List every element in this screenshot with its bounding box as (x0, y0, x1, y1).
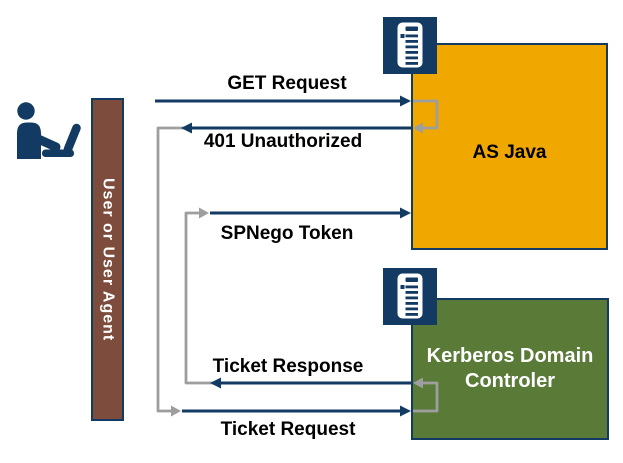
message-label-spnego-token: SPNego Token (220, 223, 354, 244)
gray-arrowhead-right (199, 207, 209, 219)
blue-arrowhead-left (181, 122, 192, 134)
blue-arrowhead-left (210, 377, 221, 389)
gray-arrowhead-right (171, 405, 181, 417)
blue-arrowhead-right (400, 405, 411, 417)
message-label-get-request: GET Request (227, 73, 347, 94)
actor-as-java-label: AS Java (472, 141, 547, 163)
actor-kdc-label-line1: Kerberos Domain (426, 345, 594, 367)
actor-kdc-label-line2: Controler (465, 370, 555, 392)
actor-user-agent: User or User Agent (91, 98, 124, 421)
user-at-laptop-icon (17, 102, 81, 159)
connector-401-to-ticket-request (156, 126, 186, 413)
blue-arrowhead-right (400, 207, 411, 219)
connector-ticket-response-to-spnego (184, 211, 214, 385)
actor-kdc: Kerberos Domain Controler (411, 298, 609, 440)
actor-as-java: AS Java (411, 43, 608, 250)
blue-arrowhead-right (400, 95, 411, 107)
actor-kdc-label: Kerberos Domain Controler (427, 344, 594, 394)
server-icon (383, 17, 437, 74)
message-label-ticket-response: Ticket Response (212, 356, 364, 377)
message-label-ticket-request: Ticket Request (220, 419, 356, 440)
server-icon (383, 268, 437, 325)
message-label-401-unauthorized: 401 Unauthorized (203, 131, 363, 152)
actor-user-agent-label: User or User Agent (99, 177, 117, 342)
